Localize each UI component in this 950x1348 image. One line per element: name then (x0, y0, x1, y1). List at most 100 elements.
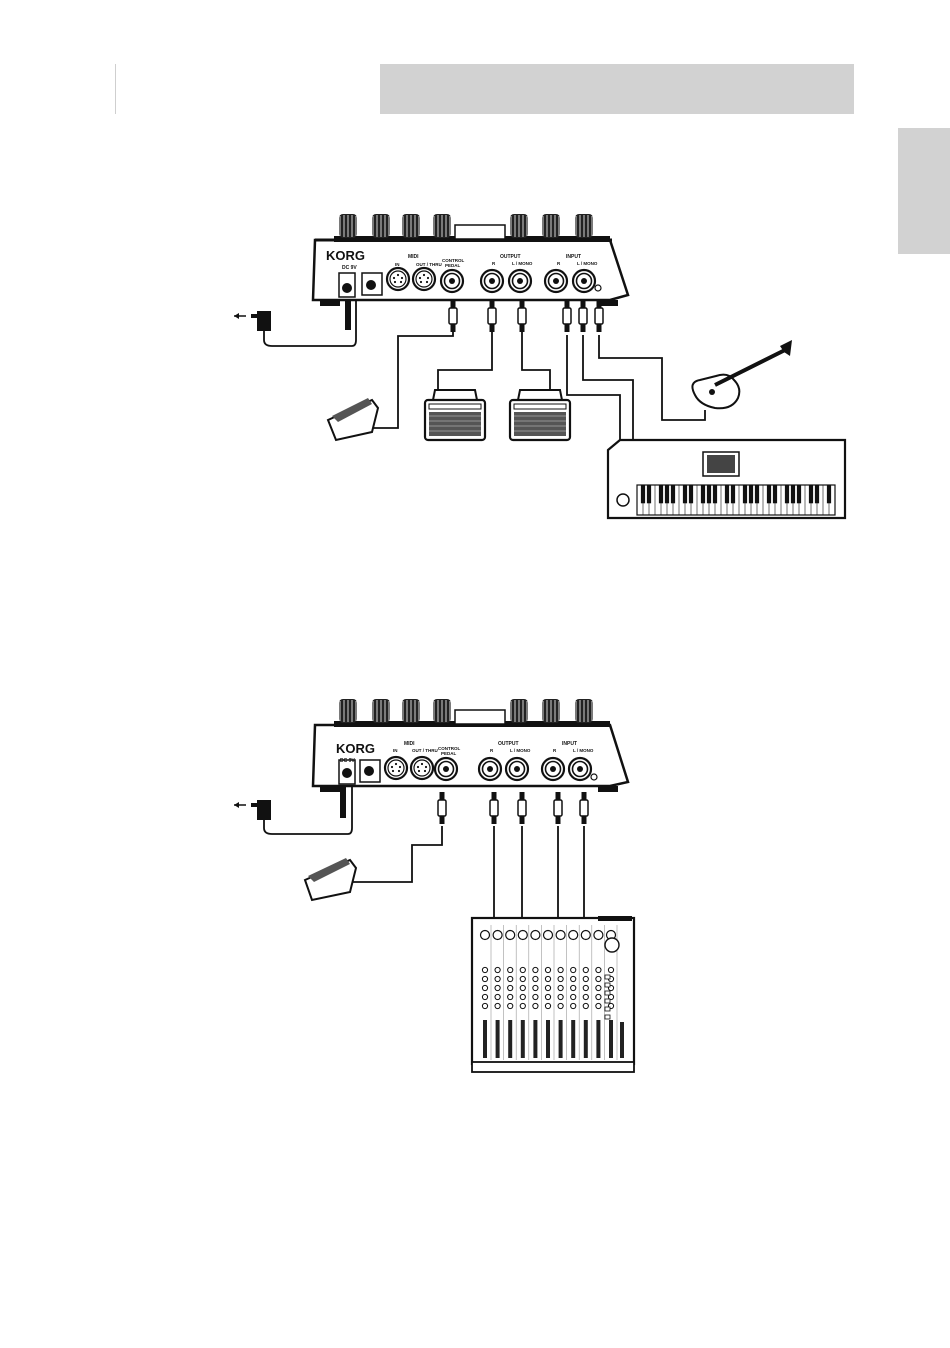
mixer-knob (495, 976, 500, 981)
black-key (707, 485, 711, 503)
diagram-instruments: KORG DC 9V MIDI IN OUT / THRU CONTROL PE… (234, 214, 845, 518)
black-key (767, 485, 771, 503)
knob-icon (402, 699, 420, 723)
mixer-knob (596, 967, 601, 972)
mixer-knob (533, 967, 538, 972)
mixer-knob (571, 985, 576, 990)
mixer-input-jack (481, 931, 490, 940)
black-key (743, 485, 747, 503)
mixer-fader (508, 1020, 512, 1058)
mixer-knob (571, 1003, 576, 1008)
mixer-knob (583, 994, 588, 999)
mixer-knob (508, 967, 513, 972)
ac-adapter (234, 300, 356, 346)
ac-adapter (234, 786, 352, 834)
mixer-knob (482, 967, 487, 972)
output-label: OUTPUT (500, 254, 521, 260)
mixer-knob (571, 976, 576, 981)
mixer-master-knob (605, 938, 619, 952)
black-key (671, 485, 675, 503)
output-r-jack-icon (481, 270, 503, 292)
mixer-input-jack (581, 931, 590, 940)
black-key (791, 485, 795, 503)
input-l-label: L / MONO (573, 748, 594, 753)
input-l-jack-icon (573, 270, 595, 292)
mixer-knob (583, 985, 588, 990)
electric-guitar (692, 340, 792, 408)
mixer-knob (545, 976, 550, 981)
mixer-fader (596, 1020, 600, 1058)
black-key (749, 485, 753, 503)
knob-icon (575, 214, 593, 238)
brand-logo: KORG (336, 741, 375, 756)
black-key (683, 485, 687, 503)
knob-icon (339, 214, 357, 238)
input-label: INPUT (562, 741, 577, 747)
knob-icon (433, 214, 451, 238)
mixer-fader (571, 1020, 575, 1058)
knob-icon (542, 214, 560, 238)
mixer-knob (558, 994, 563, 999)
mixer-knob (533, 994, 538, 999)
mixer-fader (559, 1020, 563, 1058)
black-key (827, 485, 831, 503)
mixer-input-jack (518, 931, 527, 940)
effects-unit: KORG DC 9V MIDI IN OUT / THRU CONTROL PE… (313, 699, 628, 792)
mixer-fader (483, 1020, 487, 1058)
knob-icon (542, 699, 560, 723)
mixer-knob (533, 976, 538, 981)
expression-pedal (305, 792, 446, 900)
black-key (713, 485, 717, 503)
mixer-knob (596, 985, 601, 990)
knob-icon (372, 214, 390, 238)
mixer-knob (495, 985, 500, 990)
mixer-knob (482, 1003, 487, 1008)
guitar-amplifier-right (510, 390, 570, 440)
black-key (797, 485, 801, 503)
output-r-jack-icon (479, 758, 501, 780)
knob-icon (510, 699, 528, 723)
midi-out-label: OUT / THRU (412, 748, 438, 753)
midi-in-label: IN (393, 748, 398, 753)
mixer-fader (584, 1020, 588, 1058)
knob-icon (402, 214, 420, 238)
midi-out-label: OUT / THRU (416, 262, 442, 267)
mixer-knob (596, 994, 601, 999)
knob-icon (433, 699, 451, 723)
control-pedal-jack-icon (441, 270, 463, 292)
input-l-label: L / MONO (577, 261, 598, 266)
mixer-input-jack (556, 931, 565, 940)
mixer-knob (520, 976, 525, 981)
midi-in-label: IN (395, 262, 400, 267)
mixer-knob (596, 1003, 601, 1008)
black-key (809, 485, 813, 503)
black-key (731, 485, 735, 503)
mixer-knob (508, 994, 513, 999)
black-key (665, 485, 669, 503)
midi-out-jack-icon (411, 757, 433, 779)
black-key (641, 485, 645, 503)
dc-jack-icon (342, 283, 352, 293)
mixer-knob (520, 967, 525, 972)
black-key (647, 485, 651, 503)
mixer-knob (495, 1003, 500, 1008)
input-label: INPUT (566, 254, 581, 260)
mixer (472, 916, 634, 1072)
control-label-2: PEDAL (445, 263, 461, 268)
knob-icon (339, 699, 357, 723)
knob-icon (510, 214, 528, 238)
mixer-knob (520, 994, 525, 999)
midi-label: MIDI (408, 254, 419, 260)
black-key (755, 485, 759, 503)
mixer-knob (520, 985, 525, 990)
mixer-knob (545, 967, 550, 972)
mixer-knob (533, 985, 538, 990)
mixer-knob (482, 994, 487, 999)
mixer-fader (609, 1020, 613, 1058)
mixer-fader (496, 1020, 500, 1058)
mixer-knob (558, 1003, 563, 1008)
mixer-knob (508, 1003, 513, 1008)
cable-hook-icon (366, 280, 376, 290)
cable-hook-icon (364, 766, 374, 776)
